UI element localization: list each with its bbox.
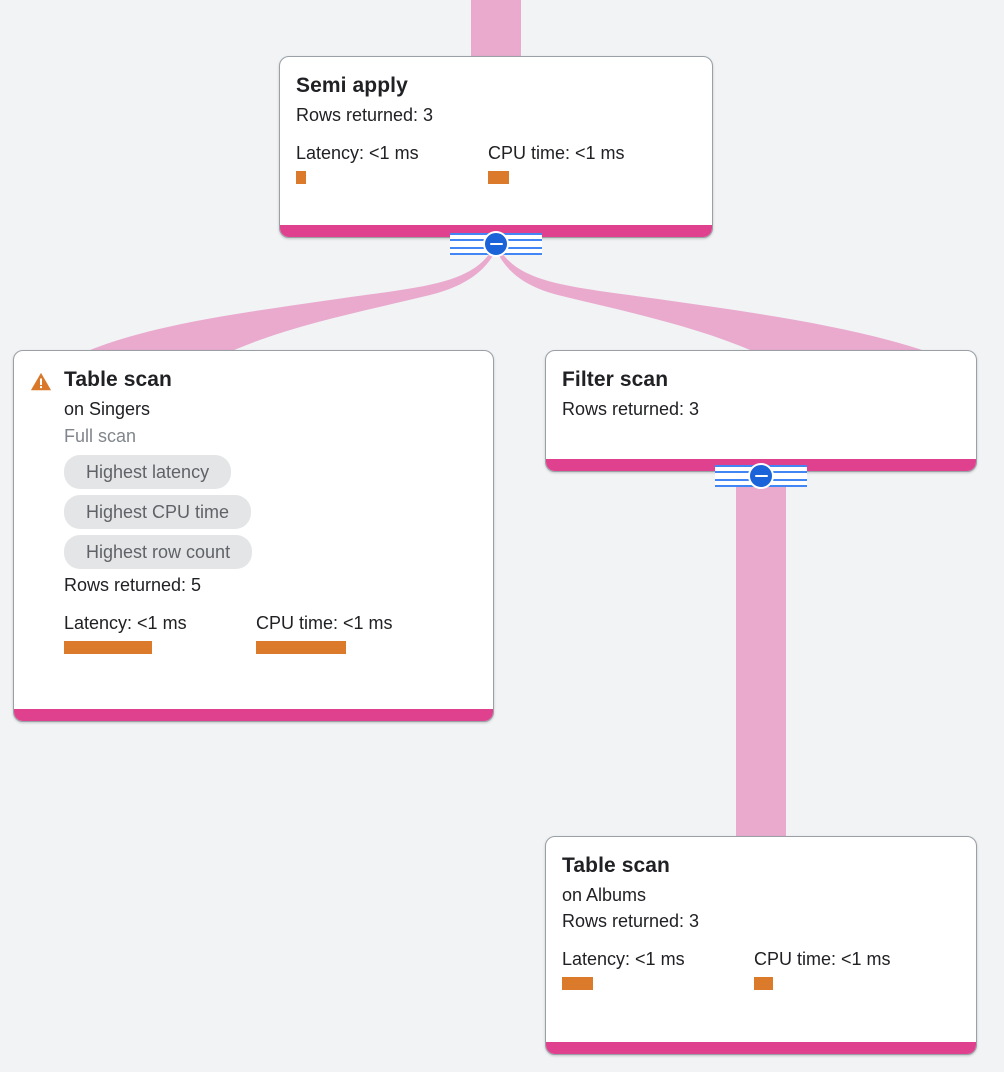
node-chips: Highest latency Highest CPU time Highest…: [64, 455, 393, 569]
metric-cpu-time-label: CPU time: <1 ms: [754, 949, 891, 969]
node-header-text: Table scan on Singers Full scan Highest …: [64, 367, 393, 654]
node-accent-bar: [14, 709, 493, 721]
metric-cpu-time-bar: [754, 977, 773, 990]
toggle-semi-apply[interactable]: [450, 230, 542, 258]
metric-cpu-time: CPU time: <1 ms: [754, 948, 891, 990]
metric-cpu-time: CPU time: <1 ms: [488, 142, 625, 184]
edge-in-semi-apply: [471, 0, 521, 56]
edge-filter-scan-to-table-scan-albums: [736, 472, 786, 838]
node-title: Table scan: [562, 854, 670, 877]
metric-latency-label: Latency: <1 ms: [64, 613, 187, 633]
node-body: Filter scan Rows returned: 3: [546, 351, 976, 436]
collapse-minus-icon[interactable]: [483, 231, 509, 257]
metric-cpu-time-bar: [488, 171, 509, 184]
minus-glyph: [489, 242, 503, 246]
node-body: Table scan on Singers Full scan Highest …: [14, 351, 493, 668]
metrics-row: Latency: <1 ms CPU time: <1 ms: [64, 612, 393, 654]
chip-highest-cpu-time[interactable]: Highest CPU time: [64, 495, 252, 529]
plan-node-filter-scan[interactable]: Filter scan Rows returned: 3: [545, 350, 977, 472]
node-target: on Albums: [562, 885, 647, 905]
rows-returned: Rows returned: 3: [296, 105, 434, 125]
rows-returned: Rows returned: 3: [562, 911, 700, 931]
metric-latency-label: Latency: <1 ms: [562, 949, 685, 969]
plan-node-table-scan-albums[interactable]: Table scan on Albums Rows returned: 3 La…: [545, 836, 977, 1055]
plan-node-table-scan-singers[interactable]: Table scan on Singers Full scan Highest …: [13, 350, 494, 722]
node-body: Table scan on Albums Rows returned: 3 La…: [546, 837, 976, 1004]
metric-latency-bar: [562, 977, 593, 990]
minus-glyph: [754, 474, 768, 478]
metric-latency-label: Latency: <1 ms: [296, 143, 419, 163]
metric-latency: Latency: <1 ms: [64, 612, 256, 654]
edge-semi-apply-to-filter-scan: [496, 250, 928, 352]
node-header: Semi apply: [296, 73, 696, 99]
node-accent-bar: [546, 1042, 976, 1054]
metrics-row: Latency: <1 ms CPU time: <1 ms: [296, 142, 696, 184]
node-body: Semi apply Rows returned: 3 Latency: <1 …: [280, 57, 712, 198]
metric-latency: Latency: <1 ms: [296, 142, 488, 184]
node-title: Filter scan: [562, 368, 669, 391]
node-scan-type: Full scan: [64, 426, 137, 446]
toggle-filter-scan[interactable]: [715, 462, 807, 490]
rows-returned: Rows returned: 3: [562, 399, 700, 419]
node-target: on Singers: [64, 399, 151, 419]
metric-cpu-time-label: CPU time: <1 ms: [488, 143, 625, 163]
metric-latency-bar: [64, 641, 152, 654]
metric-cpu-time: CPU time: <1 ms: [256, 612, 393, 654]
warning-triangle-icon: [30, 372, 52, 391]
chip-highest-row-count[interactable]: Highest row count: [64, 535, 253, 569]
metric-latency-bar: [296, 171, 306, 184]
edge-semi-apply-to-table-scan-singers: [85, 250, 496, 352]
metrics-row: Latency: <1 ms CPU time: <1 ms: [562, 948, 960, 990]
node-header: Table scan on Singers Full scan Highest …: [30, 367, 477, 654]
plan-node-semi-apply[interactable]: Semi apply Rows returned: 3 Latency: <1 …: [279, 56, 713, 238]
metric-cpu-time-bar: [256, 641, 346, 654]
rows-returned: Rows returned: 5: [64, 575, 202, 595]
chip-highest-latency[interactable]: Highest latency: [64, 455, 232, 489]
node-title: Table scan: [64, 368, 172, 391]
collapse-minus-icon[interactable]: [748, 463, 774, 489]
metric-latency: Latency: <1 ms: [562, 948, 754, 990]
metric-cpu-time-label: CPU time: <1 ms: [256, 613, 393, 633]
node-title: Semi apply: [296, 74, 408, 97]
